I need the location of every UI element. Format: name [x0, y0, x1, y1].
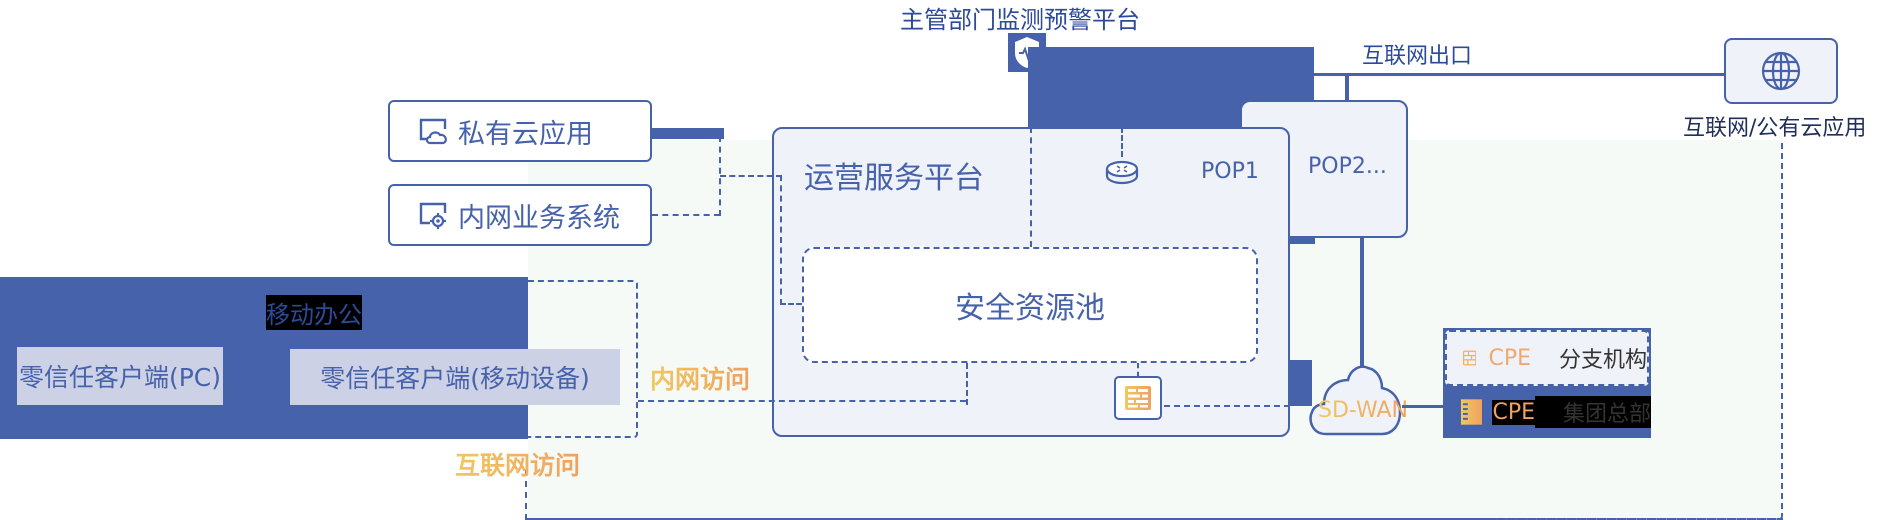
cpe-branch-row[interactable]: CPE 分支机构 [1445, 330, 1649, 386]
apps-to-pool-link [780, 303, 802, 305]
private-cloud-app-node[interactable]: 私有云应用 [388, 100, 652, 162]
firewall-to-sdwan-link [1164, 405, 1290, 407]
zero-trust-client-mobile-label: 零信任客户端(移动设备) [320, 364, 590, 393]
router-icon [1104, 159, 1140, 187]
pop1-label: POP1 [1201, 159, 1259, 184]
firewall-icon [1125, 386, 1151, 410]
cpe-branch-tag: CPE [1488, 345, 1531, 371]
sdwan-label: SD-WAN [1318, 398, 1409, 423]
pool-to-firewall-link [1137, 363, 1139, 377]
mobile-office-group: 移动办公 零信任客户端(PC) 零信任客户端(移动设备) [0, 277, 620, 439]
internet-globe-node[interactable] [1724, 38, 1838, 104]
intranet-system-label: 内网业务系统 [458, 202, 620, 234]
sdwan-to-cpe-line [1402, 405, 1446, 408]
mobile-office-dashed-frame [528, 280, 638, 438]
internet-access-label: 互联网访问 [455, 446, 580, 482]
cpe-branch-label: 分支机构 [1558, 348, 1647, 373]
cpe-hq-device-icon [1461, 399, 1483, 425]
private-cloud-app-label: 私有云应用 [458, 118, 593, 150]
zero-trust-client-mobile[interactable]: 零信任客户端(移动设备) [290, 349, 620, 405]
internet-exit-drop [1345, 73, 1349, 101]
apps-to-platform-link [720, 175, 782, 177]
internet-access-path-bottom [525, 518, 1783, 520]
operation-service-platform[interactable]: 运营服务平台 POP1 安全资源池 [772, 127, 1290, 437]
cpe-branch-firewall-icon [1463, 350, 1477, 366]
zero-trust-client-pc[interactable]: 零信任客户端(PC) [17, 347, 223, 405]
monitor-to-pool-link [1030, 127, 1032, 247]
private-cloud-link [652, 128, 724, 139]
firewall-node[interactable] [1114, 376, 1162, 420]
globe-icon [1761, 51, 1801, 91]
pop2-to-sdwan-line [1360, 238, 1364, 366]
internet-exit-line [1314, 73, 1726, 76]
intranet-system-link [652, 214, 720, 216]
apps-to-pool-drop [780, 175, 782, 305]
mobile-office-title: 移动办公 [266, 295, 362, 330]
internet-exit-label: 互联网出口 [1362, 44, 1473, 69]
intranet-access-label: 内网访问 [650, 360, 750, 396]
internet-access-path-left [525, 470, 527, 520]
sdwan-link-block [1288, 360, 1312, 406]
cpe-hq-row[interactable]: CPE 集团总部 [1443, 386, 1651, 438]
cpe-hq-tag: CPE [1492, 399, 1535, 425]
sdwan-cloud[interactable]: SD-WAN [1306, 358, 1408, 438]
intranet-access-drop [966, 363, 968, 405]
intranet-system-node[interactable]: 内网业务系统 [388, 184, 652, 246]
intranet-access-line [638, 400, 966, 402]
router-uplink [1121, 127, 1123, 157]
gear-monitor-icon [419, 202, 447, 229]
cpe-group: CPE 分支机构 CPE 集团总部 [1443, 328, 1651, 438]
pop-link-block [1287, 236, 1315, 244]
cpe-hq-label: 集团总部 [1534, 396, 1651, 428]
internet-cloud-label: 互联网/公有云应用 [1683, 116, 1867, 141]
cloud-monitor-icon [419, 118, 447, 145]
monitor-platform-title: 主管部门监测预警平台 [900, 6, 1140, 34]
pop2-label: POP2... [1308, 154, 1387, 179]
zero-trust-client-pc-label: 零信任客户端(PC) [18, 363, 222, 392]
platform-title: 运营服务平台 [804, 161, 984, 196]
security-resource-pool[interactable]: 安全资源池 [802, 247, 1258, 363]
security-pool-label: 安全资源池 [955, 291, 1105, 326]
